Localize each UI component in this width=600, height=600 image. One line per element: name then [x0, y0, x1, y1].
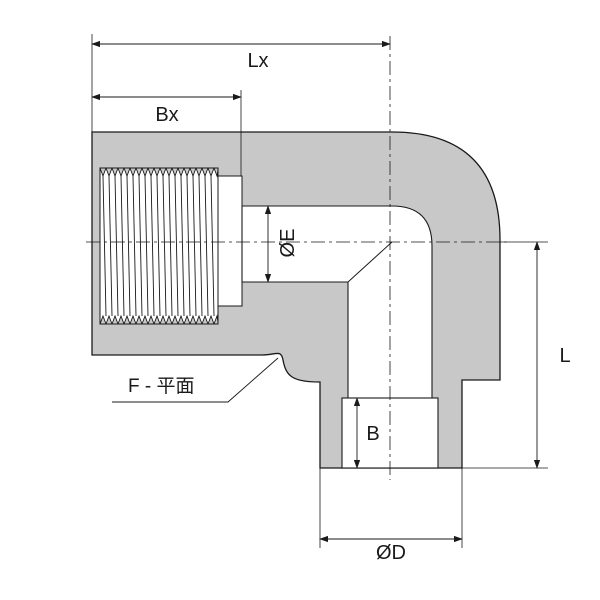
center-lines	[86, 36, 510, 480]
label-f-flat: F - 平面	[128, 376, 195, 397]
socket-bore	[341, 397, 439, 469]
label-phi-e: ØE	[277, 229, 299, 258]
threaded-bore	[100, 168, 218, 324]
label-l: L	[559, 345, 570, 367]
flow-passage	[241, 205, 433, 399]
dimension-lines	[91, 40, 541, 543]
thread-pattern	[100, 168, 218, 324]
label-b: B	[366, 423, 379, 445]
label-bx: Bx	[155, 104, 178, 126]
thread-relief	[217, 175, 243, 307]
flat-face-leader	[112, 357, 279, 403]
label-phi-d: ØD	[376, 542, 406, 564]
extension-lines	[91, 34, 548, 548]
label-lx: Lx	[247, 50, 268, 72]
